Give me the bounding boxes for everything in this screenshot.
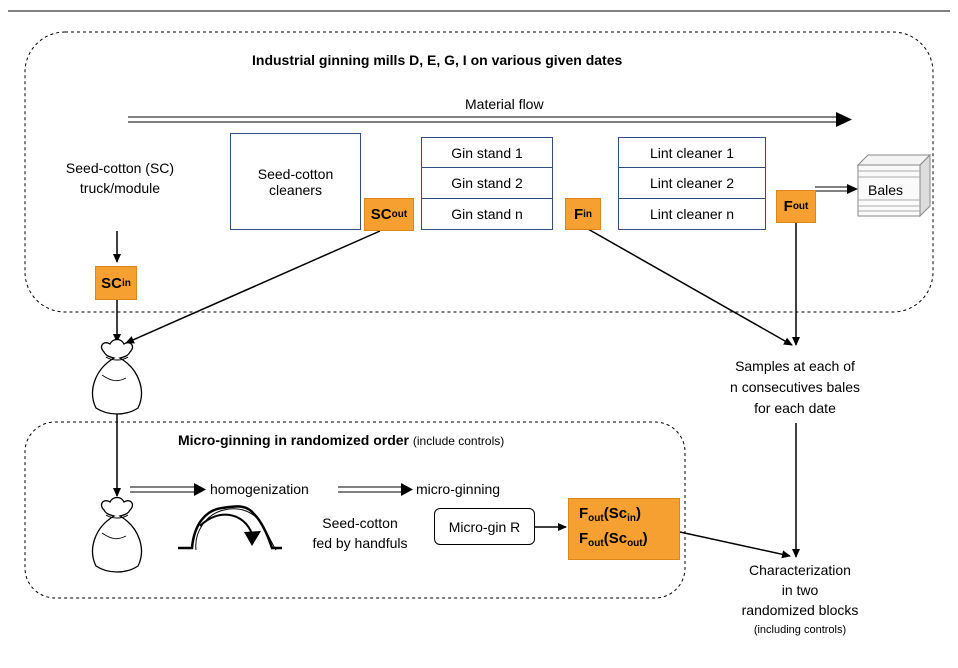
result2-argsub: out <box>627 538 643 549</box>
sc-cleaners-line2: cleaners <box>269 181 322 198</box>
result-label-box: Fout(Scin) Fout(Scout) <box>568 498 680 560</box>
result-line2: Fout(Scout) <box>579 529 648 554</box>
result-line1: Fout(Scin) <box>579 504 641 529</box>
sc-in-sub: in <box>121 277 131 289</box>
micro-gin-box: Micro-gin R <box>434 508 535 545</box>
seed-cotton-cleaners-box: Seed-cotton cleaners <box>230 133 361 230</box>
samples-line2: n consecutives bales <box>730 379 860 395</box>
sample-bag-icon-2 <box>92 496 142 573</box>
result-to-char-arrow <box>679 531 791 559</box>
lint-cleaner-2-box: Lint cleaner 2 <box>618 167 766 199</box>
gin-stand-1-label: Gin stand 1 <box>451 144 523 161</box>
material-flow-label: Material flow <box>465 96 544 112</box>
fin-to-samples-arrow <box>587 228 793 346</box>
bales-label: Bales <box>868 182 904 198</box>
samples-line3: for each date <box>754 400 836 416</box>
scout-to-bag-arrow <box>125 230 381 344</box>
result1-main: F <box>579 505 589 522</box>
homogenization-label: homogenization <box>210 481 309 497</box>
micro-title: Micro-ginning in randomized order (inclu… <box>178 432 504 450</box>
to-homogenization-arrow <box>130 483 206 496</box>
char-line4: (including controls) <box>753 624 847 636</box>
f-in-sub: in <box>583 208 593 220</box>
sc-source-line2: truck/module <box>79 180 161 196</box>
f-out-sub: out <box>792 201 809 212</box>
samples-line1: Samples at each of <box>735 358 855 374</box>
result2-close: ) <box>642 530 648 547</box>
lint-cleaner-1-box: Lint cleaner 1 <box>618 137 766 168</box>
f-out-main: F <box>783 198 793 215</box>
micro-ginning-label: micro-ginning <box>416 481 501 497</box>
lint-cleaner-2-label: Lint cleaner 2 <box>649 175 735 191</box>
result1-argsub: in <box>627 513 636 524</box>
sc-out-sub: out <box>391 209 408 220</box>
mill-title: Industrial ginning mills D, E, G, I on v… <box>252 52 623 68</box>
lint-cleaner-n-box: Lint cleaner n <box>618 198 766 230</box>
micro-title-bold: Micro-ginning in randomized order <box>178 432 409 448</box>
gin-stand-1-box: Gin stand 1 <box>421 137 553 168</box>
lint-cleaner-1-label: Lint cleaner 1 <box>649 144 735 161</box>
char-line3: randomized blocks <box>741 602 859 618</box>
result2-sub: out <box>588 538 604 549</box>
fed-line2: fed by handfuls <box>312 535 408 551</box>
gin-stand-2-box: Gin stand 2 <box>421 167 553 199</box>
result2-arg: (Sc <box>603 530 628 547</box>
micro-frame <box>24 421 686 599</box>
sc-out-main: SC <box>370 206 392 223</box>
f-in-main: F <box>573 205 584 223</box>
gin-stand-2-label: Gin stand 2 <box>451 175 523 191</box>
material-flow-arrow <box>128 112 852 127</box>
sc-cleaners-line1: Seed-cotton <box>257 165 334 182</box>
gin-stand-n-box: Gin stand n <box>421 198 553 230</box>
sample-bag-icon <box>92 338 142 415</box>
char-line1: Characterization <box>749 562 851 578</box>
result1-close: ) <box>635 505 641 522</box>
micro-gin-label: Micro-gin R <box>448 518 521 535</box>
to-microginning-arrow <box>338 483 413 496</box>
fed-line1: Seed-cotton <box>322 515 398 531</box>
mill-frame <box>24 31 934 313</box>
lint-cleaner-n-label: Lint cleaner n <box>649 206 735 222</box>
fout-to-bales-arrow <box>815 184 858 194</box>
sc-in-main: SC <box>101 274 122 292</box>
micro-title-note: (include controls) <box>412 434 505 448</box>
bales-icon <box>856 153 932 218</box>
sc-source-line1: Seed-cotton (SC) <box>65 160 175 176</box>
gin-stand-n-label: Gin stand n <box>451 206 523 222</box>
char-line2: in two <box>781 582 819 598</box>
result2-main: F <box>579 530 589 547</box>
result1-sub: out <box>588 513 604 524</box>
homogenization-icon <box>178 505 282 551</box>
result1-arg: (Sc <box>603 505 628 522</box>
